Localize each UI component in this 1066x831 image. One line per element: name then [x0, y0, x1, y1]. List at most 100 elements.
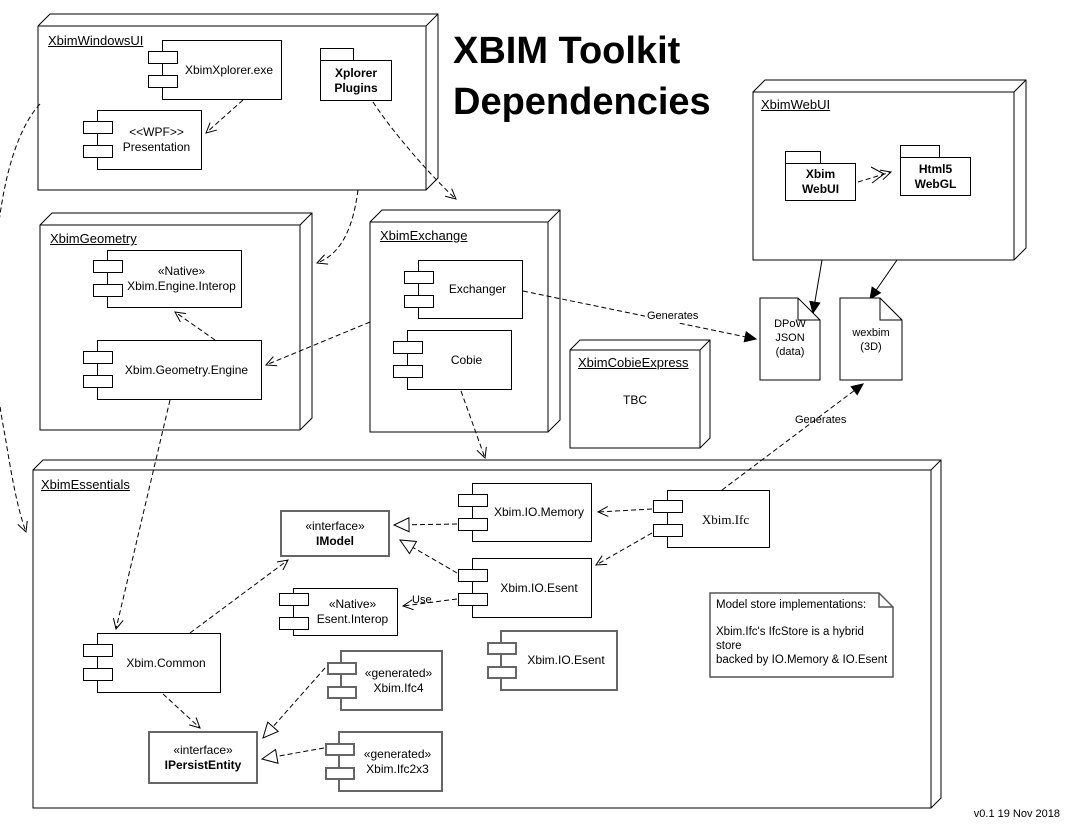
- version-label: v0.1 19 Nov 2018: [973, 808, 1060, 820]
- edge-common-to-imodel: [189, 559, 289, 634]
- component-xbim-ifc2x3: «generated» Xbim.Ifc2x3: [325, 731, 443, 792]
- cobieexpress-body-label: TBC: [623, 393, 647, 407]
- component-port-icon: [148, 75, 178, 88]
- file-label-line: (3D): [860, 341, 882, 353]
- package-title-xbimwindowsui: XbimWindowsUI: [48, 33, 144, 48]
- component-label: Xbim.Engine.Interop: [127, 279, 236, 293]
- component-xbim-io-esent-store: Xbim.IO.Esent: [487, 630, 618, 691]
- component-xbim-ifc: Xbim.Ifc: [653, 490, 770, 548]
- component-port-icon: [653, 524, 683, 537]
- component-label: Esent.Interop: [316, 612, 389, 626]
- component-label: Cobie: [450, 352, 483, 367]
- note-shape: [709, 592, 894, 678]
- edge-ifc2x3-realizes-ipersistentity: [260, 747, 325, 764]
- component-label: Xbim.IO.Esent: [500, 580, 578, 595]
- edge-label-use: Use: [412, 594, 432, 606]
- folder-xbim-webui: Xbim WebUI: [785, 151, 856, 201]
- file-label-line: JSON: [775, 332, 805, 344]
- component-xbim-io-esent: Xbim.IO.Esent: [458, 558, 592, 618]
- component-xbim-engine-interop: «Native» Xbim.Engine.Interop: [93, 250, 242, 308]
- edge-windowsui-to-xbimessentials: [0, 103, 41, 534]
- file-label-line: (data): [775, 346, 805, 358]
- edge-webui-to-dpow: [809, 259, 823, 315]
- component-port-icon: [487, 641, 517, 655]
- component-stereotype: «generated»: [363, 746, 432, 761]
- component-xbim-common: Xbim.Common: [83, 633, 221, 693]
- component-label: XbimXplorer.exe: [184, 62, 274, 77]
- component-port-icon: [93, 260, 123, 273]
- interface-imodel: «interface» IModel: [280, 510, 390, 557]
- edge-windowsui-to-xbimgeometry: [315, 189, 359, 265]
- component-port-icon: [279, 617, 309, 630]
- component-label: Exchanger: [448, 282, 507, 296]
- file-dpow-label: DPoW JSON (data): [758, 317, 822, 359]
- component-exchanger: Exchanger: [404, 260, 523, 319]
- note-model-stores: Model store implementations: Xbim.Ifc's …: [716, 598, 888, 667]
- page-title-line2: Dependencies: [453, 81, 711, 123]
- component-label: Xbim.Ifc4: [373, 680, 424, 695]
- note-body-line1: Xbim.Ifc's IfcStore is a hybrid store: [716, 626, 864, 652]
- file-label-line: wexbim: [852, 327, 890, 339]
- component-stereotype: «Native»: [157, 264, 206, 278]
- package-title-xbimgeometry: XbimGeometry: [50, 231, 137, 246]
- component-port-icon: [83, 145, 113, 158]
- interface-label: IModel: [316, 533, 354, 548]
- component-port-icon: [83, 121, 113, 134]
- folder-label-line1: Xbim: [805, 167, 836, 181]
- folder-label-line2: WebGL: [914, 176, 957, 191]
- component-xbimxplorer-exe: XbimXplorer.exe: [148, 40, 282, 100]
- component-stereotype: «generated»: [364, 665, 433, 680]
- folder-label-line2: Plugins: [334, 80, 378, 95]
- edge-label-generates-wexbim: Generates: [795, 414, 847, 426]
- edge-xbimexchange-to-geometryengine: [264, 321, 371, 367]
- package-title-xbimexchange: XbimExchange: [380, 228, 468, 243]
- component-port-icon: [653, 500, 683, 513]
- component-label: Presentation: [122, 140, 191, 154]
- component-port-icon: [404, 294, 434, 308]
- package-title-xbimcobieexpress: XbimCobieExpress: [578, 355, 689, 370]
- package-title-xbimwebui: XbimWebUI: [761, 97, 831, 112]
- folder-label-line1: Html5: [918, 161, 953, 176]
- component-label: Xbim.Geometry.Engine: [124, 362, 249, 377]
- component-port-icon: [404, 270, 434, 284]
- component-port-icon: [393, 365, 423, 378]
- folder-label-line2: WebUI: [801, 182, 840, 196]
- component-port-icon: [83, 668, 113, 681]
- component-port-icon: [83, 351, 113, 364]
- component-stereotype: <<WPF>>: [129, 125, 184, 139]
- edge-common-to-ipersistentity: [162, 693, 201, 729]
- folder-html5-webgl: Html5 WebGL: [900, 145, 971, 196]
- package-xbimexchange-shape: [369, 209, 561, 433]
- edge-xbimifc-generates-wexbim: [721, 383, 864, 491]
- edge-xplorer-to-presentation: [205, 99, 244, 134]
- component-label: Xbim.IO.Esent: [527, 653, 605, 667]
- component-port-icon: [458, 493, 488, 507]
- component-port-icon: [458, 517, 488, 531]
- component-port-icon: [148, 51, 178, 64]
- package-xbimcobieexpress-shape: [569, 339, 711, 449]
- component-cobie: Cobie: [393, 330, 512, 390]
- note-heading: Model store implementations:: [716, 599, 867, 611]
- edge-xbimifc-to-ioesent: [595, 532, 653, 566]
- component-port-icon: [393, 341, 423, 354]
- edge-label-generates-dpow: Generates: [645, 310, 701, 323]
- component-port-icon: [487, 665, 517, 679]
- component-xbim-io-memory: Xbim.IO.Memory: [458, 483, 592, 542]
- edge-xbimifc-to-iomemory: [596, 506, 653, 517]
- edge-iomemory-realizes-imodel: [392, 516, 458, 533]
- page-title: XBIM Toolkit Dependencies: [453, 26, 711, 128]
- edge-geometryengine-to-engineinterop: [174, 311, 216, 341]
- component-port-icon: [279, 593, 309, 606]
- edge-webui-to-wexbim: [869, 259, 898, 300]
- edge-xbimwebui-to-html5webgl-chevron: [870, 166, 885, 184]
- edge-xplorerplugins-to-xbimexchange: [372, 101, 457, 200]
- component-port-icon: [327, 661, 357, 675]
- component-port-icon: [83, 644, 113, 657]
- component-port-icon: [83, 375, 113, 388]
- component-xbim-geometry-engine: Xbim.Geometry.Engine: [83, 340, 262, 400]
- component-port-icon: [325, 742, 355, 756]
- file-wexbim-label: wexbim (3D): [840, 326, 902, 354]
- component-label: Xbim.Common: [126, 655, 206, 670]
- page-title-line1: XBIM Toolkit: [453, 30, 681, 72]
